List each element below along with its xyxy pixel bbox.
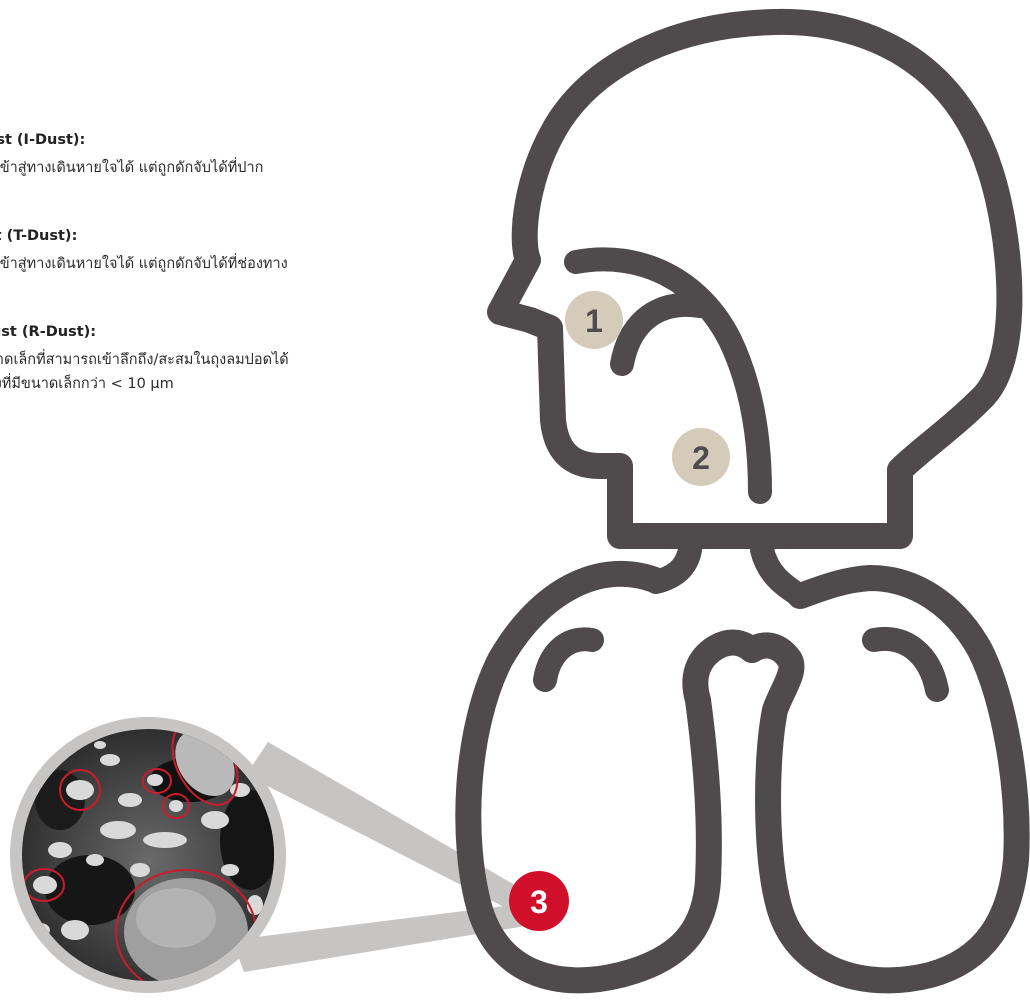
marker-3-label: 3 [530, 884, 548, 920]
marker-2: 2 [672, 428, 730, 486]
marker-1-label: 1 [585, 303, 603, 339]
right-lung-lobe [874, 639, 937, 690]
marker-2-label: 2 [692, 440, 710, 476]
marker-1: 1 [565, 291, 623, 349]
marker-3: 3 [509, 871, 569, 931]
oral-airway-inner [622, 305, 700, 364]
left-lung-lobe [545, 639, 592, 680]
